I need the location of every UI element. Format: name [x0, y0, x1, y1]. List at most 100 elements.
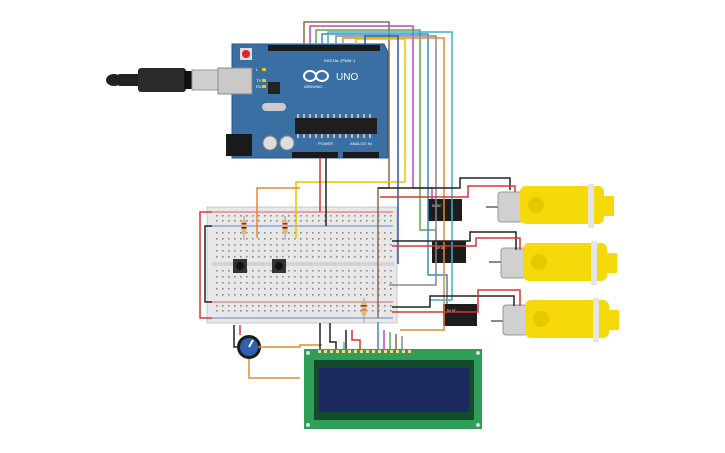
breadboard-hole [252, 282, 254, 284]
breadboard-hole [324, 282, 326, 284]
breadboard-hole [378, 310, 380, 312]
breadboard-hole [372, 250, 374, 252]
breadboard-hole [276, 250, 278, 252]
breadboard-hole [372, 282, 374, 284]
breadboard-hole [222, 276, 224, 278]
dc-motor-icon [491, 298, 619, 342]
breadboard-hole [288, 256, 290, 258]
breadboard-hole [384, 256, 386, 258]
breadboard-hole [228, 215, 230, 217]
breadboard-hole [288, 270, 290, 272]
relay-icon: 5V DC [443, 304, 477, 326]
breadboard-hole [252, 220, 254, 222]
breadboard-hole [276, 215, 278, 217]
breadboard-hole [234, 256, 236, 258]
breadboard-hole [222, 232, 224, 234]
breadboard-hole [288, 282, 290, 284]
breadboard-hole [228, 256, 230, 258]
breadboard-hole [384, 288, 386, 290]
breadboard-hole [354, 288, 356, 290]
breadboard-hole [282, 244, 284, 246]
breadboard-hole [246, 244, 248, 246]
breadboard-hole [360, 256, 362, 258]
breadboard-hole [384, 215, 386, 217]
board-brand-label: UNO [336, 72, 358, 83]
breadboard-hole [216, 232, 218, 234]
breadboard-hole [342, 288, 344, 290]
breadboard-hole [354, 294, 356, 296]
breadboard-hole [246, 276, 248, 278]
breadboard-hole [216, 220, 218, 222]
breadboard-hole [372, 220, 374, 222]
breadboard-hole [294, 232, 296, 234]
breadboard-hole [342, 294, 344, 296]
breadboard-hole [348, 282, 350, 284]
breadboard-hole [378, 276, 380, 278]
breadboard-hole [246, 282, 248, 284]
breadboard-hole [300, 220, 302, 222]
power-header-label: POWER [318, 141, 333, 146]
breadboard-hole [318, 238, 320, 240]
breadboard-hole [372, 276, 374, 278]
breadboard-hole [270, 270, 272, 272]
breadboard-hole [264, 238, 266, 240]
breadboard-hole [336, 215, 338, 217]
breadboard-hole [228, 244, 230, 246]
breadboard-hole [336, 250, 338, 252]
breadboard-hole [378, 232, 380, 234]
breadboard-hole [318, 310, 320, 312]
breadboard-hole [258, 238, 260, 240]
breadboard-hole [348, 238, 350, 240]
breadboard-hole [366, 232, 368, 234]
breadboard-hole [240, 250, 242, 252]
breadboard-hole [282, 288, 284, 290]
breadboard-hole [354, 215, 356, 217]
breadboard-hole [234, 294, 236, 296]
breadboard-hole [312, 305, 314, 307]
breadboard-hole [372, 310, 374, 312]
breadboard-hole [216, 282, 218, 284]
breadboard-hole [258, 256, 260, 258]
breadboard-hole [360, 220, 362, 222]
breadboard-hole [354, 232, 356, 234]
breadboard-hole [288, 305, 290, 307]
breadboard-hole [354, 244, 356, 246]
breadboard-hole [306, 220, 308, 222]
breadboard-hole [282, 256, 284, 258]
breadboard-hole [264, 250, 266, 252]
breadboard-hole [216, 270, 218, 272]
breadboard-hole [234, 220, 236, 222]
breadboard-hole [258, 282, 260, 284]
breadboard-hole [330, 270, 332, 272]
breadboard-hole [288, 232, 290, 234]
breadboard-hole [378, 250, 380, 252]
breadboard-hole [234, 250, 236, 252]
breadboard-hole [378, 244, 380, 246]
breadboard-hole [216, 305, 218, 307]
breadboard-hole [306, 305, 308, 307]
breadboard-hole [354, 270, 356, 272]
breadboard-hole [246, 220, 248, 222]
breadboard-hole [300, 276, 302, 278]
breadboard-hole [228, 220, 230, 222]
breadboard-hole [228, 238, 230, 240]
breadboard-hole [366, 294, 368, 296]
breadboard-hole [240, 288, 242, 290]
breadboard-hole [318, 256, 320, 258]
breadboard-hole [324, 220, 326, 222]
breadboard-hole [240, 215, 242, 217]
breadboard-hole [252, 232, 254, 234]
breadboard-hole [372, 305, 374, 307]
breadboard-hole [390, 220, 392, 222]
breadboard-hole [264, 310, 266, 312]
breadboard-hole [264, 232, 266, 234]
breadboard-hole [264, 305, 266, 307]
breadboard-hole [270, 238, 272, 240]
breadboard-hole [264, 270, 266, 272]
breadboard-hole [390, 310, 392, 312]
breadboard-hole [282, 294, 284, 296]
breadboard-hole [306, 294, 308, 296]
breadboard-hole [252, 305, 254, 307]
breadboard-hole [390, 282, 392, 284]
breadboard-hole [342, 305, 344, 307]
